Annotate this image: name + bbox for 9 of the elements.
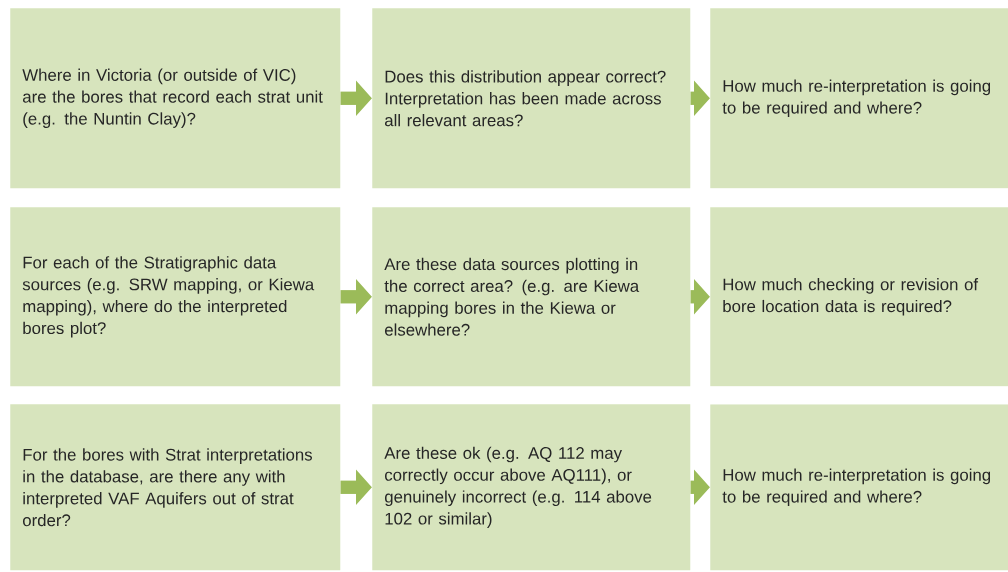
- question-box: How much checking or revision of bore location data is required?: [710, 207, 1008, 387]
- question-box: Where in Victoria (or outside of VIC) are the bores that record each strat unit (e.g. the Nuntin Clay)?: [10, 8, 341, 189]
- question-box: For each of the Stratigraphic data sources (e.g. SRW mapping, or Kiewa mapping), where do the interpreted bores plot?: [10, 207, 341, 387]
- question-box: For the bores with Strat interpretations in the database, are there any with interpreted VAF Aquifers out of strat order?: [10, 404, 341, 571]
- question-box: Are these data sources plotting in the correct area? (e.g. are Kiewa mapping bores in the Kiewa or elsewhere?: [372, 207, 691, 387]
- question-box: Does this distribution appear correct? Interpretation has been made across all relevant areas?: [372, 8, 691, 189]
- question-box: How much re-interpretation is going to be required and where?: [710, 404, 1008, 571]
- question-box: How much re-interpretation is going to be required and where?: [710, 8, 1008, 189]
- question-box: Are these ok (e.g. AQ 112 may correctly occur above AQ111), or genuinely incorrect (e.g. 114 above 102 or similar): [372, 404, 691, 571]
